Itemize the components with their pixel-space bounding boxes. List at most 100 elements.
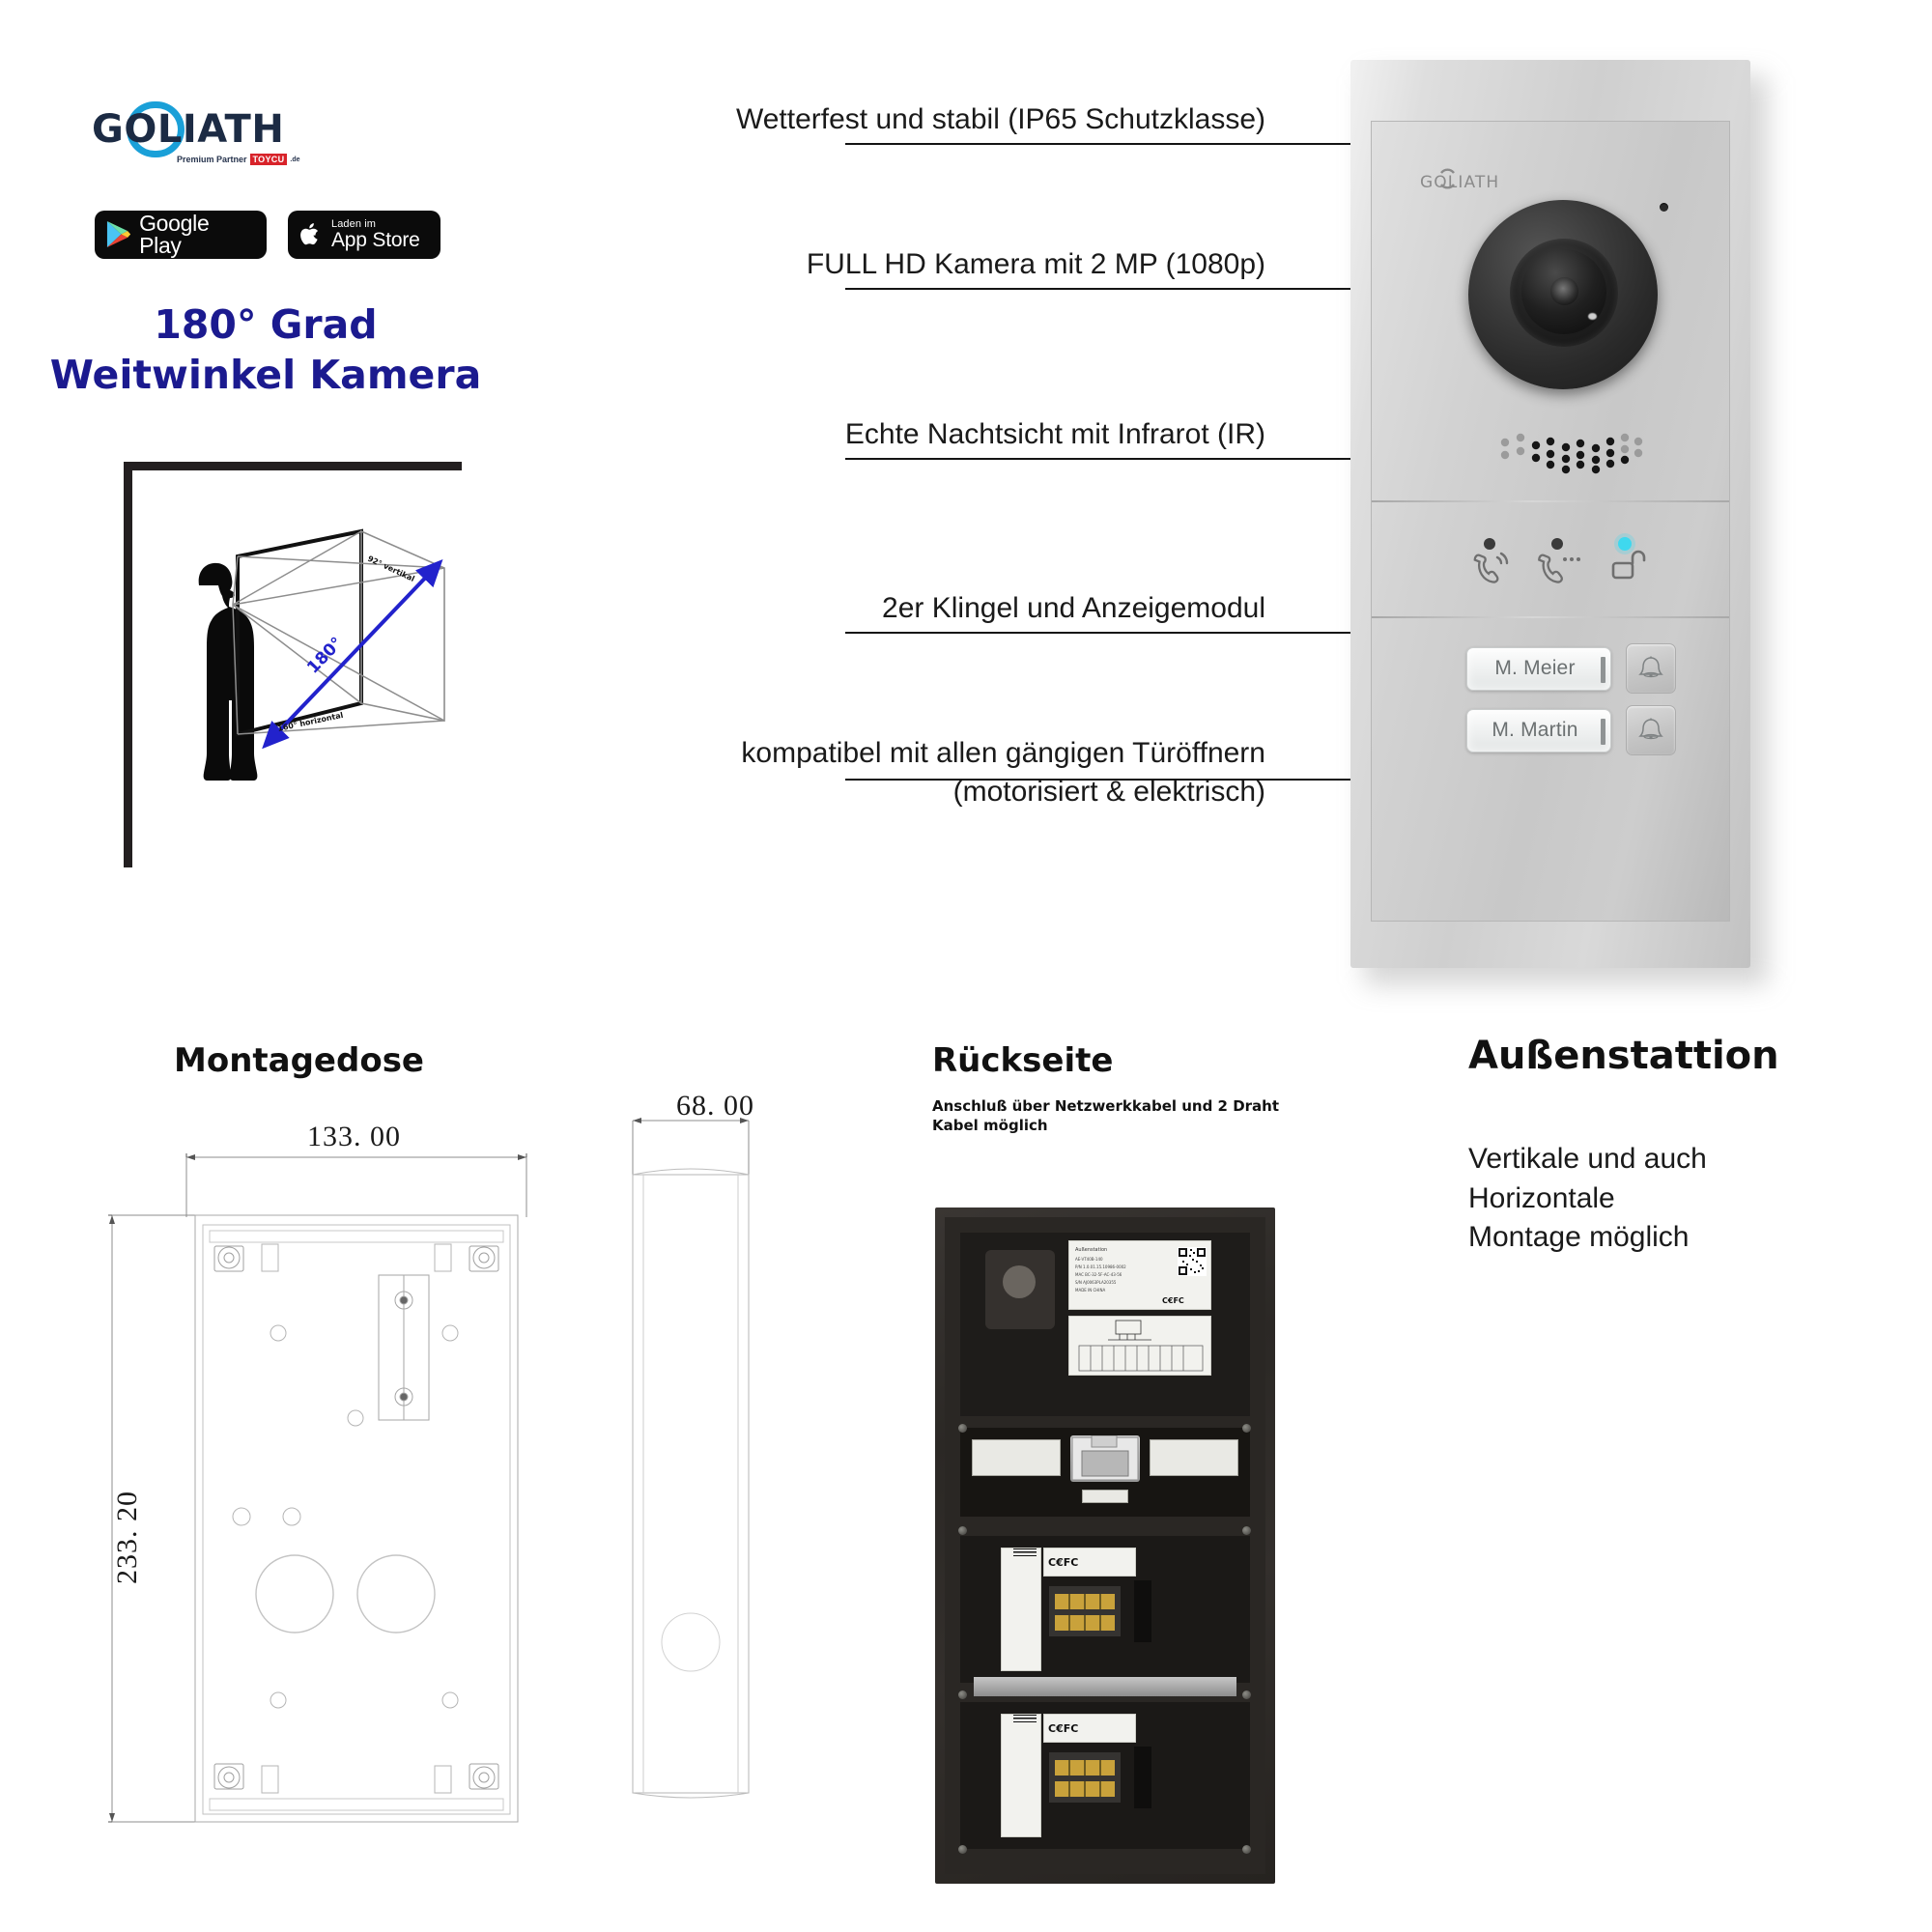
feature-nightvision: Echte Nachtsicht mit Infrarot (IR) bbox=[844, 418, 1265, 450]
leader-line-dooropener bbox=[845, 779, 1352, 781]
vertical-fov-label: 92° vertikal bbox=[366, 554, 416, 583]
field-of-view-diagram: 180° 92° vertikal 160° horizontal bbox=[124, 462, 462, 867]
svg-text:C€FC: C€FC bbox=[1048, 1722, 1078, 1735]
angle-arrow bbox=[262, 559, 443, 750]
call-led bbox=[1484, 538, 1495, 550]
headline: 180° Grad Weitwinkel Kamera bbox=[39, 299, 493, 401]
nameplate-1-label: M. Meier bbox=[1494, 657, 1576, 679]
headline-line-2: Weitwinkel Kamera bbox=[49, 352, 482, 399]
barcode-icon bbox=[1013, 1678, 1037, 1722]
fov-drawing: 180° 92° vertikal 160° horizontal bbox=[198, 528, 445, 781]
screw bbox=[1242, 1690, 1251, 1699]
mounting-box-front-drawing bbox=[108, 1153, 527, 1823]
screw bbox=[1242, 1424, 1251, 1433]
bell-icon bbox=[1638, 718, 1663, 740]
section-sub-rueckseite: Anschluß über Netzwerkkabel und 2 Draht … bbox=[932, 1097, 1280, 1135]
diagram-wall-horizontal bbox=[124, 462, 462, 470]
leader-line-bellmodule bbox=[845, 632, 1352, 634]
leader-line-nightvision bbox=[845, 458, 1352, 460]
module-1-label bbox=[1001, 1512, 1041, 1671]
screw bbox=[958, 1424, 967, 1433]
app-store-title: App Store bbox=[331, 229, 420, 251]
google-play-badge[interactable]: Google Play bbox=[95, 211, 267, 259]
headline-line-1: 180° Grad bbox=[154, 301, 378, 348]
app-store-label: Laden im App Store bbox=[331, 218, 420, 251]
svg-text:MAC BC-32-5F-AC-43-56: MAC BC-32-5F-AC-43-56 bbox=[1075, 1272, 1122, 1277]
svg-text:P/N 1.0.01.15.10986-0002: P/N 1.0.01.15.10986-0002 bbox=[1075, 1264, 1126, 1269]
svg-text:Außenstation: Außenstation bbox=[1075, 1247, 1107, 1253]
screw bbox=[958, 1526, 967, 1535]
nameplate-1[interactable]: M. Meier bbox=[1466, 646, 1611, 691]
camera-lens-highlight bbox=[1588, 313, 1597, 320]
feature-dooropener: kompatibel mit allen gängigen Türöffnern… bbox=[741, 737, 1265, 808]
camera-lens-mid bbox=[1510, 239, 1618, 347]
camera-housing-barrel bbox=[1003, 1265, 1036, 1298]
montagedose-depth-dim: 68. 00 bbox=[676, 1090, 754, 1122]
indicator-row bbox=[1473, 533, 1646, 583]
module-2-label bbox=[1001, 1678, 1041, 1837]
nameplate-module: M. Meier M. Martin bbox=[1466, 643, 1708, 767]
google-play-icon bbox=[105, 220, 131, 249]
unlock-led bbox=[1618, 537, 1632, 551]
svg-text:MADE IN CHINA: MADE IN CHINA bbox=[1075, 1288, 1105, 1293]
app-store-subtitle: Laden im bbox=[331, 218, 377, 230]
partner-prefix: Premium Partner bbox=[177, 155, 247, 164]
qr-code-icon bbox=[1178, 1247, 1207, 1276]
google-play-label: Google Play bbox=[139, 213, 253, 257]
nameplate-row: M. Meier bbox=[1466, 643, 1708, 694]
toycu-badge: TOYCU bbox=[249, 154, 288, 165]
feature-bellmodule: 2er Klingel und Anzeigemodul bbox=[882, 592, 1265, 624]
module-1-cert: C€FC bbox=[1043, 1548, 1136, 1577]
module-1-slot bbox=[1134, 1580, 1151, 1642]
rj45-icon bbox=[1071, 1435, 1139, 1481]
speaker-grille-icon bbox=[1500, 433, 1643, 474]
section-title-aussenstation: Außenstattion bbox=[1468, 1034, 1779, 1078]
bell-icon bbox=[1638, 656, 1663, 678]
goliath-logo: GOLIATH Premium Partner TOYCU .de bbox=[92, 101, 300, 169]
metal-bracket bbox=[974, 1677, 1236, 1696]
person-silhouette-icon bbox=[198, 562, 258, 781]
toycu-suffix: .de bbox=[290, 156, 300, 163]
section-title-montagedose: Montagedose bbox=[174, 1041, 424, 1080]
apple-icon bbox=[300, 223, 318, 245]
doorbell-button-2[interactable] bbox=[1626, 705, 1676, 755]
camera-lens-core bbox=[1550, 277, 1597, 320]
doorbell-button-1[interactable] bbox=[1626, 643, 1676, 694]
mounting-box-side-drawing bbox=[632, 1118, 750, 1799]
feature-weatherproof: Wetterfest und stabil (IP65 Schutzklasse… bbox=[735, 103, 1265, 135]
nameplate-2-label: M. Martin bbox=[1492, 719, 1578, 741]
nameplate-2[interactable]: M. Martin bbox=[1466, 708, 1611, 753]
microphone-hole-icon bbox=[1660, 203, 1668, 212]
barcode-icon bbox=[1013, 1512, 1037, 1556]
terminal-right bbox=[1150, 1439, 1238, 1476]
talking-led bbox=[1551, 538, 1563, 550]
terminal-left bbox=[972, 1439, 1061, 1476]
screw bbox=[958, 1690, 967, 1699]
svg-text:C€FC: C€FC bbox=[1048, 1556, 1078, 1569]
leader-line-weatherproof bbox=[845, 143, 1352, 145]
screw bbox=[1242, 1845, 1251, 1854]
camera-lens bbox=[1468, 200, 1658, 389]
ribbon-connector bbox=[1082, 1490, 1128, 1503]
talking-icon bbox=[1538, 554, 1563, 583]
partner-line: Premium Partner TOYCU .de bbox=[177, 154, 300, 165]
screw bbox=[1242, 1526, 1251, 1535]
spec-label: Außenstation AE-VT40B-140 P/N 1.0.01.15.… bbox=[1068, 1240, 1211, 1310]
rj45-port bbox=[1070, 1435, 1140, 1482]
nameplate-row: M. Martin bbox=[1466, 705, 1708, 755]
device-logo-arc-icon bbox=[1437, 168, 1458, 189]
app-store-badge[interactable]: Laden im App Store bbox=[288, 211, 440, 259]
screw bbox=[958, 1845, 967, 1854]
section-body-aussenstation: Vertikale und auch Horizontale Montage m… bbox=[1468, 1143, 1707, 1253]
module-2-cert: C€FC bbox=[1043, 1714, 1136, 1743]
unlock-icon bbox=[1611, 550, 1646, 580]
camera-lens-glass bbox=[1521, 249, 1606, 334]
rear-side-photo: Außenstation AE-VT40B-140 P/N 1.0.01.15.… bbox=[935, 1208, 1275, 1884]
gold-contacts-icon bbox=[1049, 1752, 1121, 1803]
svg-text:AE-VT40B-140: AE-VT40B-140 bbox=[1075, 1257, 1103, 1262]
svg-text:S/N AJ0063PLA20355: S/N AJ0063PLA20355 bbox=[1075, 1280, 1117, 1285]
device-face-plate: GOLIATH bbox=[1371, 121, 1730, 922]
module-2-slot bbox=[1134, 1747, 1151, 1808]
outdoor-station-device: GOLIATH bbox=[1350, 60, 1750, 968]
